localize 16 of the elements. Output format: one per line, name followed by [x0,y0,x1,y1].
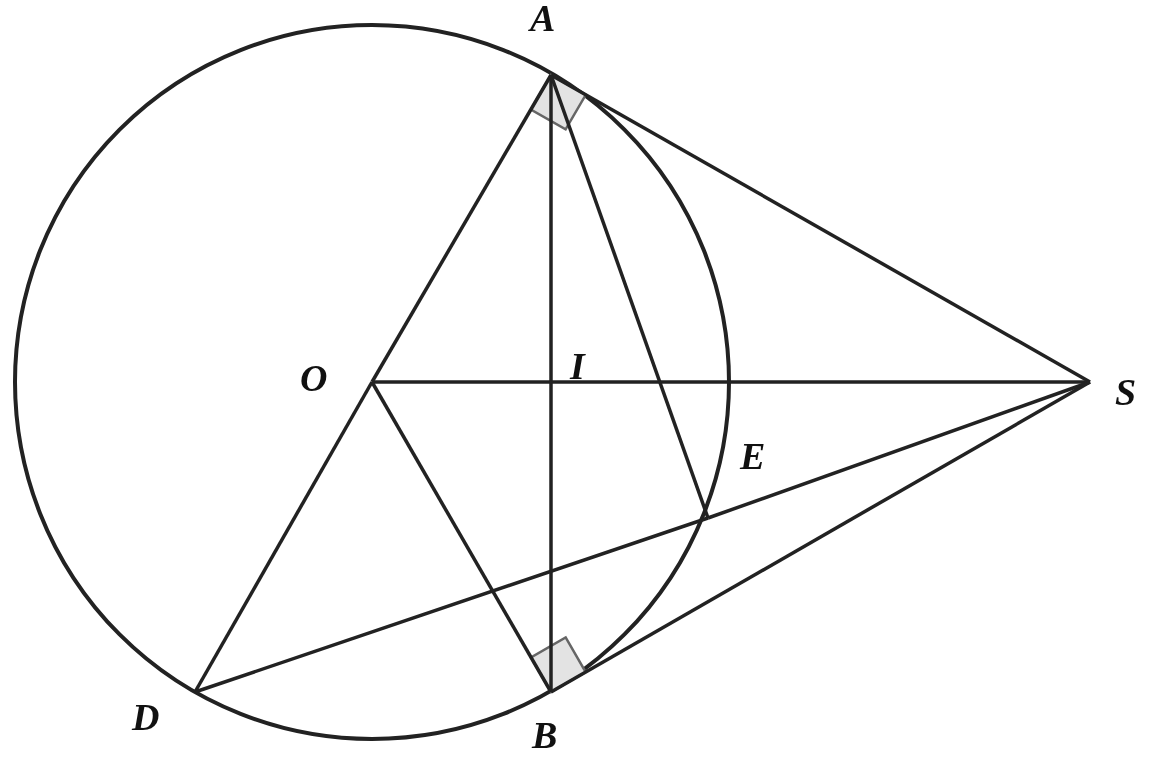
point-label: B [532,715,558,755]
line-segment [194,516,709,694]
point-label: A [530,0,556,38]
point-label: I [570,346,585,386]
line-segment [372,380,551,384]
line-segment [370,381,553,693]
line-segment [370,74,553,383]
line-segment [550,73,1091,384]
point-label: S [1115,372,1137,412]
line-segment [549,382,553,692]
line-segment [550,380,1091,694]
line-segment [193,381,374,693]
line-segment [549,74,710,519]
point-label: O [300,358,328,398]
point-label: E [740,436,766,476]
point-label: D [132,697,160,737]
